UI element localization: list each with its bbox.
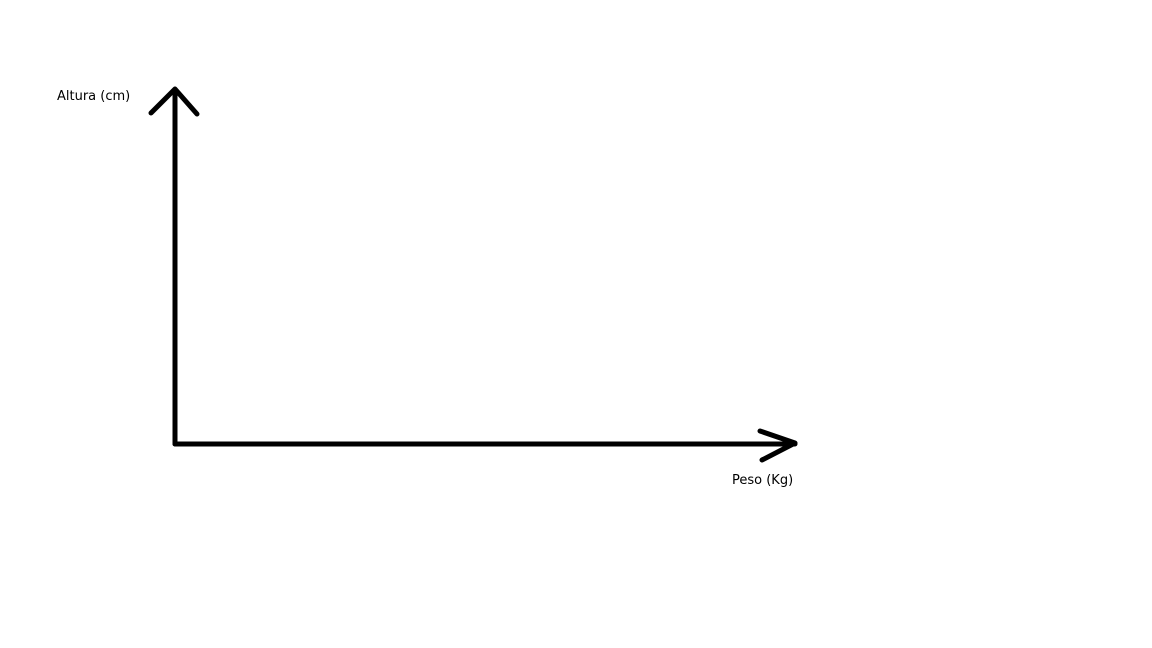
- x-axis-arrowhead: [757, 428, 798, 463]
- y-axis-arrowhead: [148, 86, 200, 117]
- y-axis-label: Altura (cm): [57, 89, 131, 104]
- x-axis-label: Peso (Kg): [732, 473, 794, 488]
